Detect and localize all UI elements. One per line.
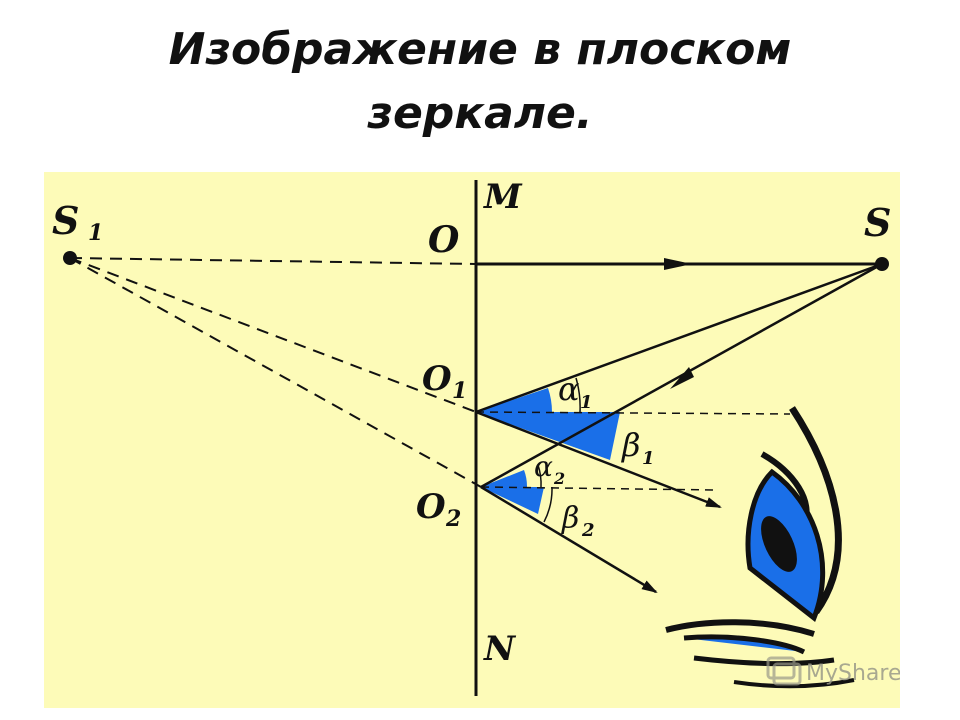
label-mirror-bottom: N (483, 629, 517, 669)
dashed-image-horizontal (69, 257, 477, 265)
normal-o1-dashed (475, 411, 791, 415)
label-beta1: β (621, 426, 641, 464)
angle-alpha2-fill (481, 470, 528, 487)
arc-alpha2 (537, 464, 542, 488)
reflected-ray-o1 (475, 410, 722, 509)
title-line-2: зеркале. (367, 88, 593, 139)
label-point-o1-subscript: 1 (452, 378, 467, 404)
normal-o2-dashed (480, 486, 717, 491)
label-image-subscript: 1 (88, 220, 103, 246)
label-alpha1: α (558, 370, 580, 408)
label-beta2: β (561, 501, 579, 536)
label-beta2-subscript: 2 (581, 520, 595, 541)
slide-title: Изображение в плоском зеркале. (0, 18, 960, 146)
label-point-o1: O (422, 359, 452, 399)
label-alpha2-subscript: 2 (553, 469, 565, 488)
mirror-diagram: M N S 1 S O O 1 O 2 α 1 β 1 α 2 β 2 MySh… (44, 172, 900, 708)
ray-s-to-o2 (480, 262, 883, 489)
ray-s-to-o-arrow (664, 258, 692, 270)
angle-beta2-fill (481, 487, 544, 514)
arc-beta2 (543, 486, 553, 523)
label-point-o: O (428, 219, 460, 261)
image-point-s1 (63, 251, 77, 265)
label-alpha2: α (534, 450, 553, 483)
eye-icon (665, 406, 855, 689)
reflected-ray-o2 (480, 485, 658, 594)
ray-s-to-o1 (475, 262, 883, 414)
source-point-s (875, 257, 889, 271)
label-alpha1-subscript: 1 (580, 392, 593, 413)
diagram-background (44, 172, 900, 708)
dashed-image-ray-1 (69, 257, 477, 413)
watermark-text: MyShared (806, 661, 900, 686)
ray-s-to-o2-arrow (670, 367, 694, 389)
label-mirror-top: M (483, 177, 523, 217)
label-source: S (864, 200, 891, 245)
angle-beta1-outer-fill (476, 412, 620, 460)
label-beta1-subscript: 1 (642, 448, 655, 469)
label-point-o2-subscript: 2 (445, 506, 461, 532)
label-point-o2: O (416, 487, 446, 527)
label-image: S (52, 198, 79, 243)
watermark-logo-icon (766, 656, 802, 686)
title-line-1: Изображение в плоском (168, 24, 792, 75)
arc-alpha1 (575, 377, 581, 413)
